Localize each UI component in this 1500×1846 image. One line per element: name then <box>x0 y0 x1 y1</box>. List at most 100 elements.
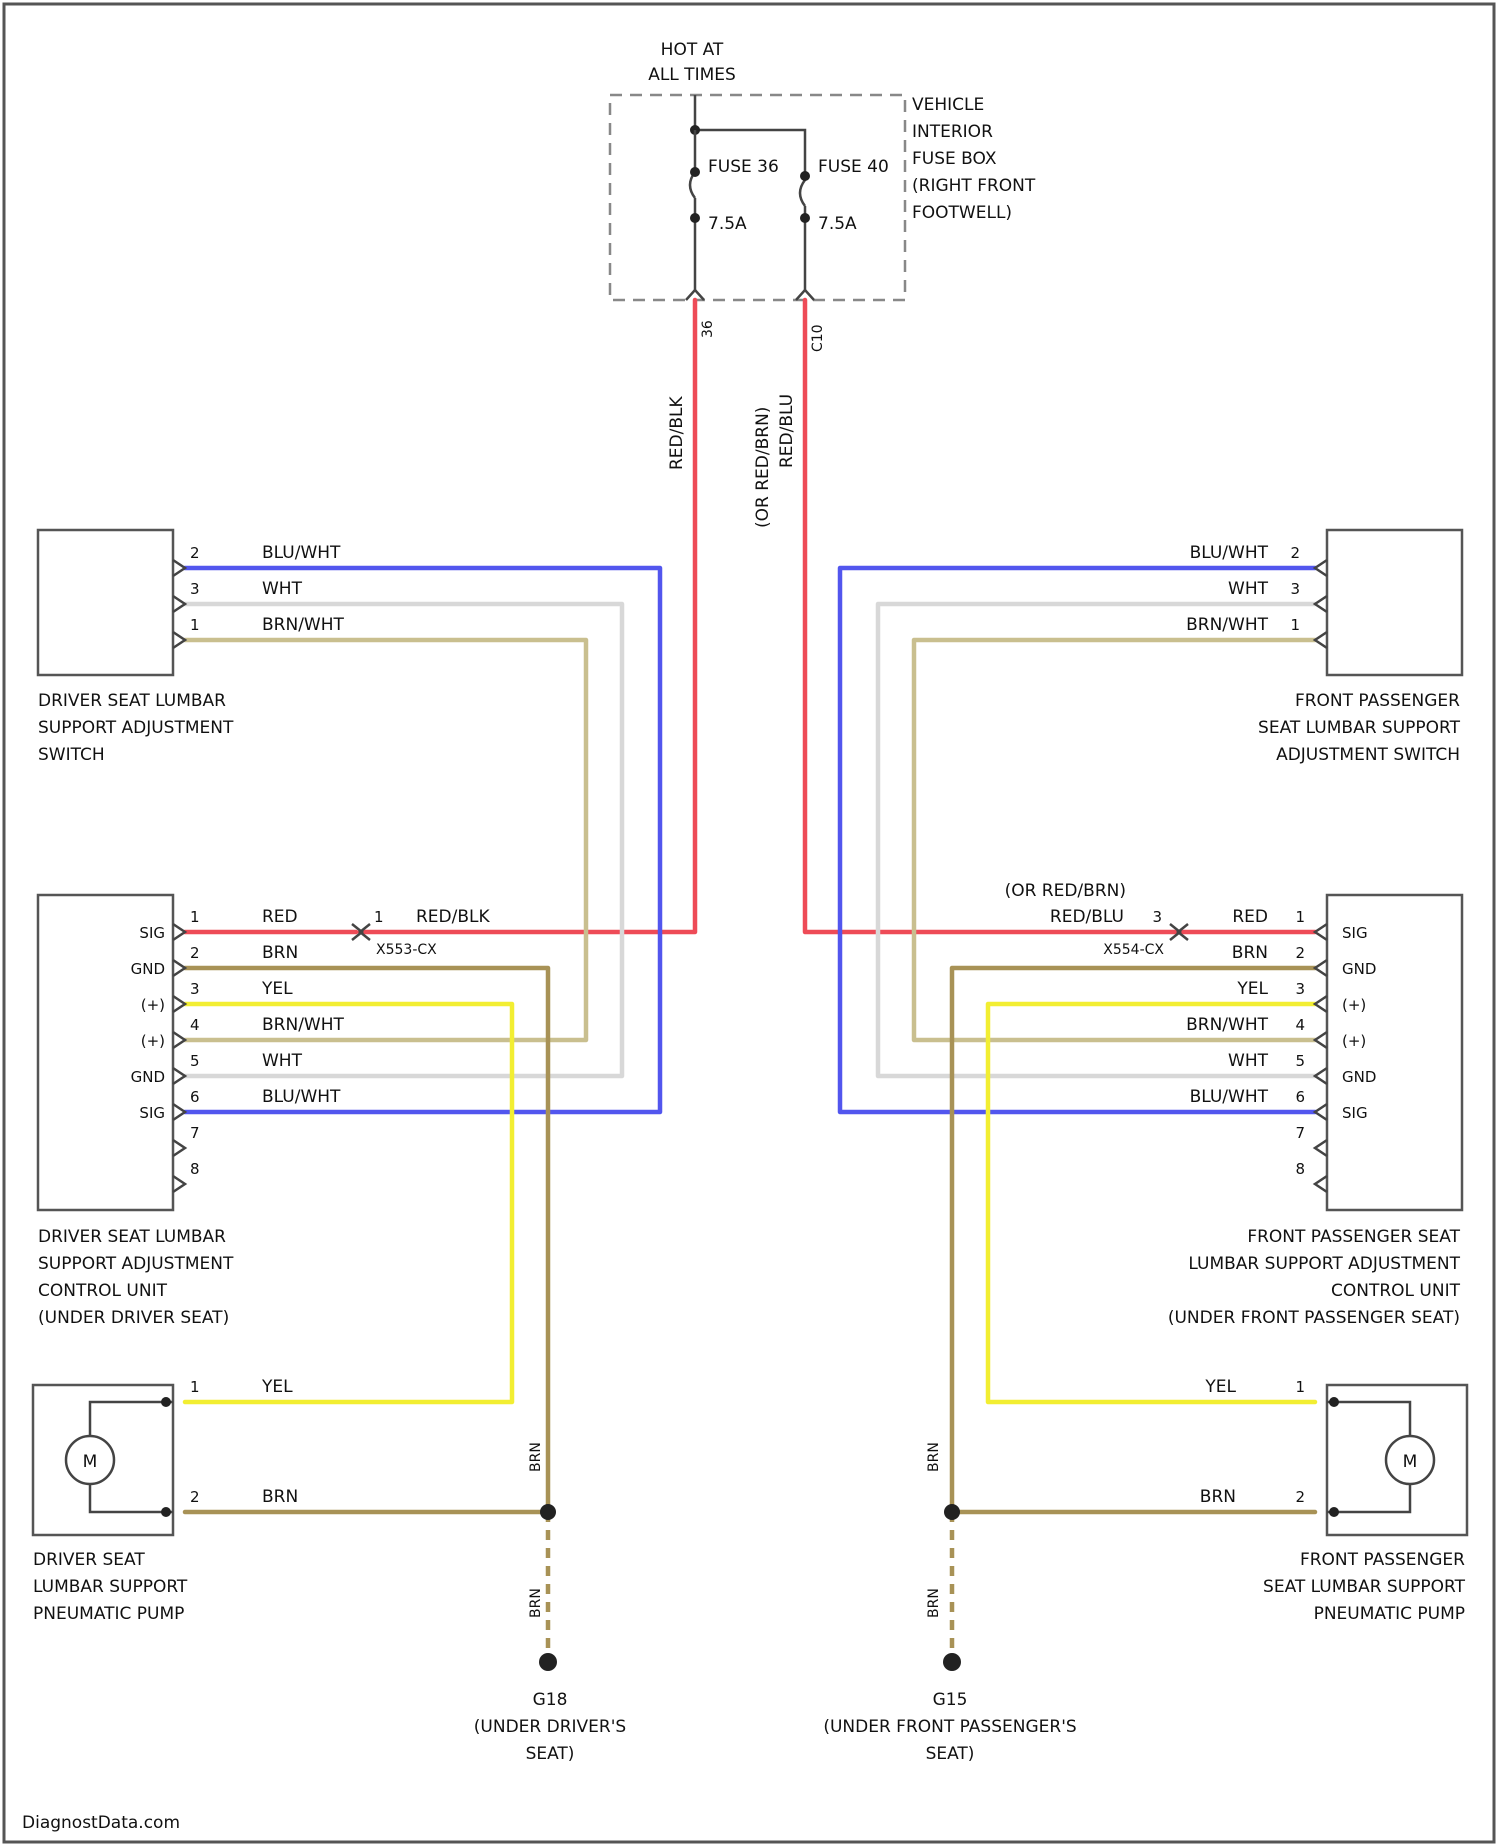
driver-cu-pin-2: 2 <box>190 944 200 962</box>
driver-pump-pin-2: 2 <box>190 1488 200 1506</box>
driver-pump-name-3: PNEUMATIC PUMP <box>33 1604 184 1624</box>
fuse-box-name-5: FOOTWELL) <box>912 203 1012 223</box>
driver-pump-node-1 <box>161 1397 171 1407</box>
pass-pump-node-2 <box>1329 1507 1339 1517</box>
fuse-a-node-bottom <box>690 213 700 223</box>
driver-switch-name-1: DRIVER SEAT LUMBAR <box>38 691 226 711</box>
pass-pump-pin-1: 1 <box>1295 1378 1305 1396</box>
pass-ground-loc-2: SEAT) <box>926 1744 975 1764</box>
driver-cu-func-3: (+) <box>141 996 165 1014</box>
driver-cu-wire-2: BRN <box>262 943 298 963</box>
fuse-box-name-1: VEHICLE <box>912 95 984 115</box>
wire-driver-blu-wht <box>185 568 660 1112</box>
driver-cu-func-1: SIG <box>139 924 165 942</box>
driver-switch-box <box>38 530 173 675</box>
pass-cu-wire-1: RED <box>1232 907 1268 927</box>
driver-switch: 2 BLU/WHT 3 WHT 1 BRN/WHT DRIVER SEAT LU… <box>38 530 345 765</box>
pass-cu-pin-3: 3 <box>1295 980 1305 998</box>
pass-cu-func-3: (+) <box>1342 996 1366 1014</box>
driver-cu-name-4: (UNDER DRIVER SEAT) <box>38 1308 229 1328</box>
wire-driver-brn-wht <box>185 640 586 1040</box>
pass-pump-name-3: PNEUMATIC PUMP <box>1314 1604 1465 1624</box>
pass-switch-pin-1: 2 <box>1290 544 1300 562</box>
pass-pump-wire-1: YEL <box>1204 1377 1236 1397</box>
driver-switch-wire-1: BLU/WHT <box>262 543 341 563</box>
pass-splice-node <box>944 1504 960 1520</box>
pass-cu-pin-5: 5 <box>1295 1052 1305 1070</box>
pass-ground-loc-1: (UNDER FRONT PASSENGER'S <box>823 1717 1076 1737</box>
driver-switch-terminals <box>173 560 185 648</box>
driver-switch-pin-3: 1 <box>190 616 200 634</box>
fuse-box-name-4: (RIGHT FRONT <box>912 176 1036 196</box>
pass-ground-id: G15 <box>933 1690 968 1710</box>
pass-pump-pin-2: 2 <box>1295 1488 1305 1506</box>
pass-cu-wire-6: BLU/WHT <box>1190 1087 1269 1107</box>
driver-ground-wire-lower: BRN <box>528 1588 544 1618</box>
fuse-b-pin: C10 <box>810 324 826 352</box>
driver-cu-func-6: SIG <box>139 1104 165 1122</box>
driver-pump: M 1 YEL 2 BRN DRIVER SEAT LUMBAR SUPPORT… <box>33 1377 298 1624</box>
pass-cu-pin-7: 7 <box>1295 1124 1305 1142</box>
pass-cu-func-1: SIG <box>1342 924 1368 942</box>
driver-connector-wire: RED/BLK <box>416 907 491 927</box>
pass-cu-wire-2: BRN <box>1232 943 1268 963</box>
pass-cu-wire-4: BRN/WHT <box>1186 1015 1269 1035</box>
pass-cu-name-3: CONTROL UNIT <box>1331 1281 1461 1301</box>
pass-cu-func-4: (+) <box>1342 1032 1366 1050</box>
driver-ground-loc-1: (UNDER DRIVER'S <box>474 1717 626 1737</box>
fuse-box: HOT AT ALL TIMES VEHICLE INTERIOR FUSE B… <box>610 40 1036 352</box>
pass-pump-wire-2: BRN <box>1200 1487 1236 1507</box>
pass-motor-label: M <box>1403 1452 1418 1472</box>
passenger-cu-box <box>1327 895 1462 1210</box>
passenger-control-unit: SIG GND (+) (+) GND SIG 1 2 3 4 5 6 7 8 … <box>1005 881 1462 1328</box>
driver-cu-wire-1: RED <box>262 907 298 927</box>
pass-cu-pin-2: 2 <box>1295 944 1305 962</box>
passenger-switch-box <box>1327 530 1462 675</box>
driver-cu-pin-1: 1 <box>190 908 200 926</box>
fuse-a-label: FUSE 36 <box>708 157 779 177</box>
driver-ground-wire-upper: BRN <box>528 1442 544 1472</box>
pass-cu-pin-8: 8 <box>1295 1160 1305 1178</box>
fuse-a-pin: 36 <box>700 320 716 338</box>
driver-switch-pin-2: 3 <box>190 580 200 598</box>
driver-switch-name-2: SUPPORT ADJUSTMENT <box>38 718 234 738</box>
fuse-box-name-3: FUSE BOX <box>912 149 997 169</box>
driver-connector-name: X553-CX <box>376 942 437 958</box>
driver-cu-pin-8: 8 <box>190 1160 200 1178</box>
pass-switch-name-3: ADJUSTMENT SWITCH <box>1276 745 1460 765</box>
all-times-label: ALL TIMES <box>648 65 736 85</box>
driver-ground-loc-2: SEAT) <box>526 1744 575 1764</box>
driver-pump-pin-1: 1 <box>190 1378 200 1396</box>
wire-label-or-red-brn: (OR RED/BRN) <box>753 407 773 528</box>
driver-motor-label: M <box>83 1452 98 1472</box>
pass-switch-wire-3: BRN/WHT <box>1186 615 1269 635</box>
pass-cu-pin-6: 6 <box>1295 1088 1305 1106</box>
pass-pump-name-2: SEAT LUMBAR SUPPORT <box>1263 1577 1466 1597</box>
fuse-b-rating: 7.5A <box>818 214 857 234</box>
fuse-b-symbol <box>800 170 805 290</box>
footer-watermark: DiagnostData.com <box>22 1813 180 1833</box>
driver-pump-node-2 <box>161 1507 171 1517</box>
pass-cu-pin-1: 1 <box>1295 908 1305 926</box>
fuse-box-name-2: INTERIOR <box>912 122 993 142</box>
pass-cu-func-5: GND <box>1342 1068 1376 1086</box>
driver-cu-func-5: GND <box>131 1068 165 1086</box>
driver-pump-wire-1: YEL <box>261 1377 293 1397</box>
passenger-cu-terminals <box>1315 924 1327 1192</box>
pass-pump-node-1 <box>1329 1397 1339 1407</box>
pass-ground-wire-lower: BRN <box>926 1588 942 1618</box>
wire-label-red-blu: RED/BLU <box>777 394 797 468</box>
driver-pump-name-2: LUMBAR SUPPORT <box>33 1577 188 1597</box>
pass-switch-pin-3: 1 <box>1290 616 1300 634</box>
driver-cu-wire-3: YEL <box>261 979 293 999</box>
driver-cu-wire-5: WHT <box>262 1051 303 1071</box>
wire-red-blu-feed <box>805 300 1180 932</box>
driver-cu-terminals <box>173 924 185 1192</box>
pass-cu-name-1: FRONT PASSENGER SEAT <box>1247 1227 1460 1247</box>
pass-connector-wire: RED/BLU <box>1050 907 1124 927</box>
pass-connector-wire-alt: (OR RED/BRN) <box>1005 881 1126 901</box>
fuse-b-node-bottom <box>800 213 810 223</box>
driver-splice-node <box>540 1504 556 1520</box>
pass-cu-wire-3: YEL <box>1236 979 1268 999</box>
